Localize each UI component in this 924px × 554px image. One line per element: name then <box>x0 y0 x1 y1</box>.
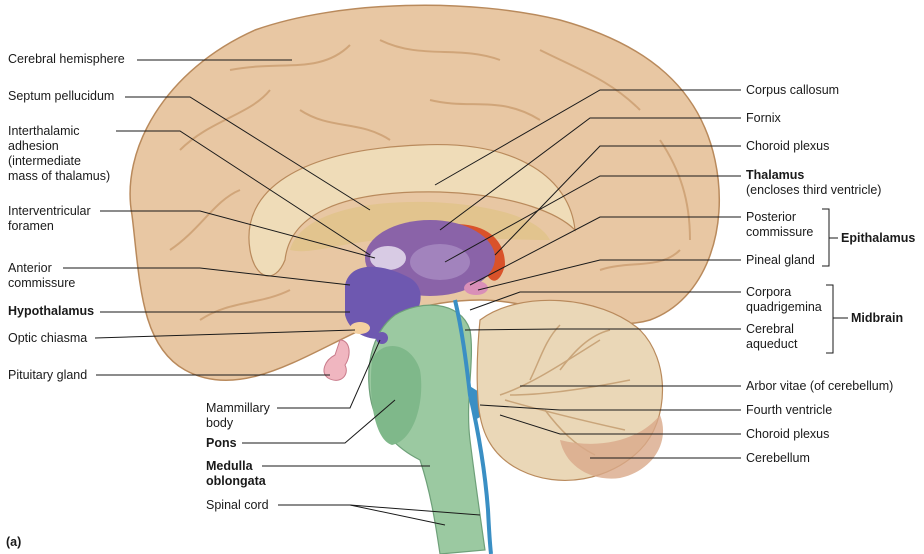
label-choroid-plexus-lower: Choroid plexus <box>746 427 830 441</box>
optic-chiasma-shape <box>350 322 370 334</box>
cerebral-hemisphere-shape <box>129 4 721 382</box>
label-interthalamic-adhesion: Interthalamic adhesion (intermediate mas… <box>8 124 111 183</box>
cerebellum-folia-shape <box>560 415 664 479</box>
label-midbrain: Midbrain <box>851 311 904 325</box>
label-anterior-commissure: Anterior commissure <box>8 261 76 290</box>
interthalamic-adhesion-shape <box>370 246 406 270</box>
label-spinal-cord: Spinal cord <box>206 498 269 512</box>
cerebral-aqueduct-shape <box>453 299 493 554</box>
label-mammillary-body: Mammillary body <box>206 401 270 430</box>
label-posterior-commissure: Posterior commissure <box>746 210 814 239</box>
label-cerebellum: Cerebellum <box>746 451 810 465</box>
bracket-midbrain <box>826 284 848 354</box>
label-pineal-gland: Pineal gland <box>746 253 815 267</box>
leader-lines-right <box>434 89 741 459</box>
corpus-callosum-shape <box>248 143 576 277</box>
bracket-epithalamus <box>822 208 838 267</box>
arbor-vitae-lines <box>499 324 631 456</box>
leader-lines-left <box>63 59 481 526</box>
label-thalamus-note: (encloses third ventricle) <box>746 183 882 197</box>
label-corpus-callosum: Corpus callosum <box>746 83 840 97</box>
label-corpora-quadrigemina: Corpora quadrigemina <box>746 285 822 314</box>
label-interventricular-foramen: Interventricular foramen <box>8 204 91 233</box>
pons-shape <box>370 346 422 445</box>
label-medulla-oblongata: Medulla oblongata <box>206 459 266 488</box>
label-cerebral-hemisphere: Cerebral hemisphere <box>8 52 125 66</box>
label-epithalamus: Epithalamus <box>841 231 916 245</box>
label-choroid-plexus-upper: Choroid plexus <box>746 139 830 153</box>
mammillary-body-shape <box>376 332 388 344</box>
label-hypothalamus: Hypothalamus <box>8 304 95 318</box>
label-fourth-ventricle: Fourth ventricle <box>746 403 833 417</box>
label-thalamus: Thalamus <box>746 168 805 182</box>
label-cerebral-aqueduct: Cerebral aqueduct <box>746 322 798 351</box>
pituitary-gland-shape <box>323 339 350 381</box>
label-optic-chiasma: Optic chiasma <box>8 331 88 345</box>
label-fornix: Fornix <box>746 111 781 125</box>
panel-label: (a) <box>6 535 22 549</box>
label-pons: Pons <box>206 436 237 450</box>
gyri-lines <box>169 39 691 321</box>
label-arbor-vitae: Arbor vitae (of cerebellum) <box>746 379 894 393</box>
label-septum-pellucidum: Septum pellucidum <box>8 89 115 103</box>
brain-illustration <box>129 4 721 554</box>
label-pituitary-gland: Pituitary gland <box>8 368 88 382</box>
